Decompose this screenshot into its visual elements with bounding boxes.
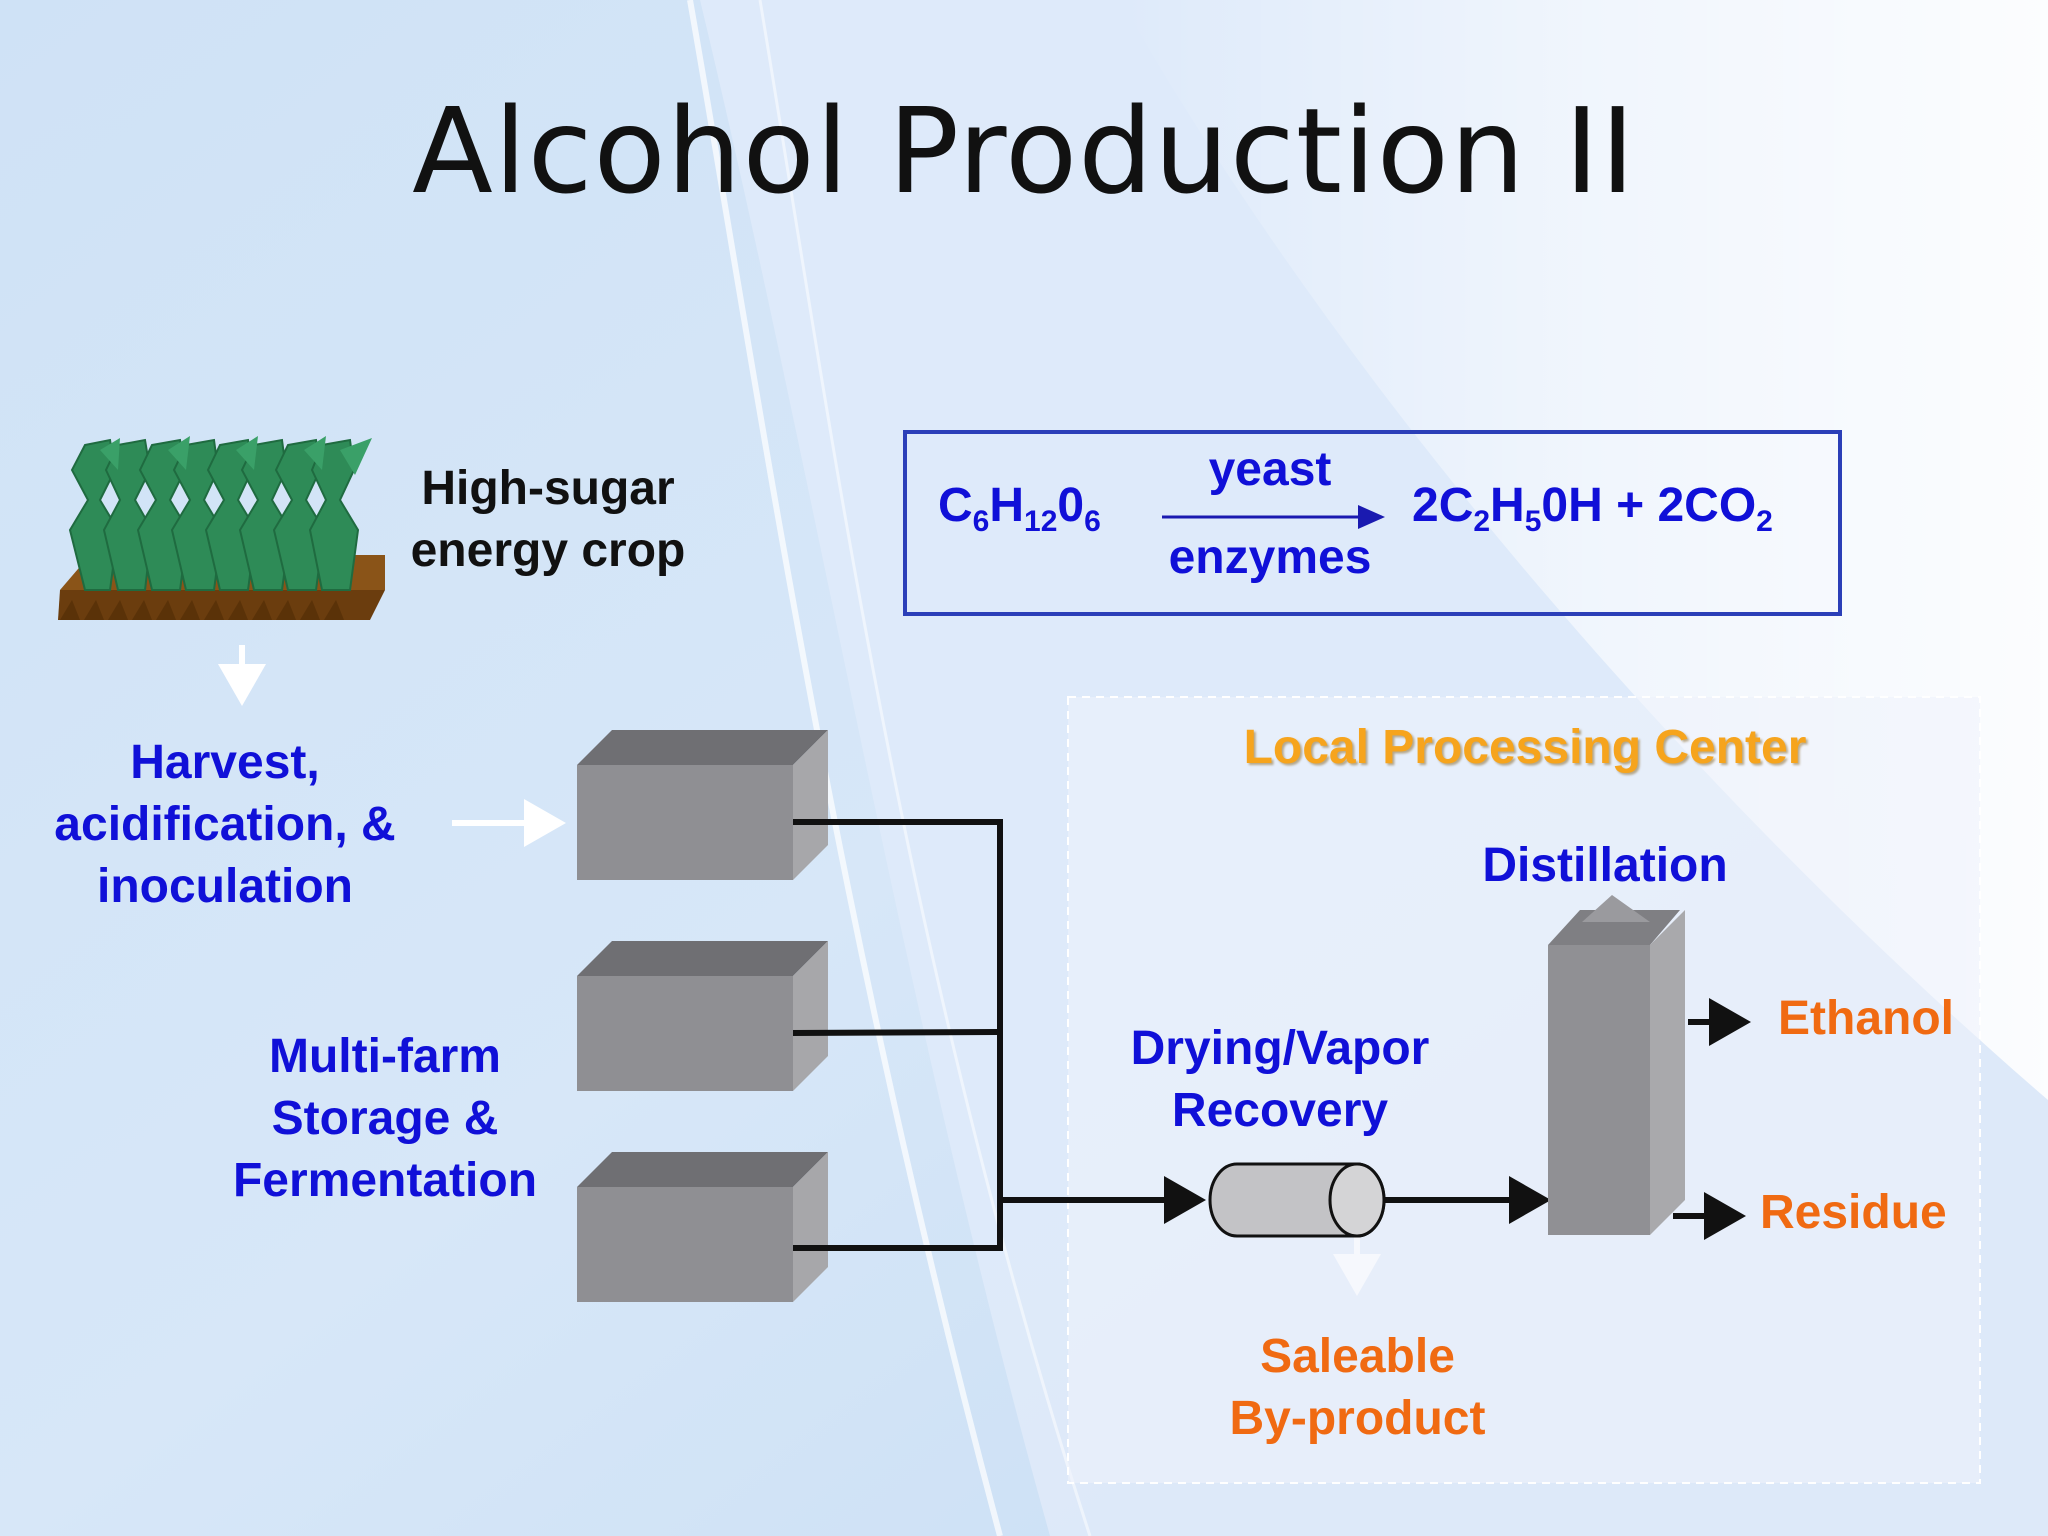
equation-reactant: C6H1206 — [938, 479, 1101, 538]
crop-label: High-sugar energy crop — [388, 458, 708, 582]
storage-tank-2 — [577, 941, 828, 1091]
distillation-column-icon — [1548, 895, 1685, 1235]
harvest-label-line3: inoculation — [97, 860, 353, 913]
storage-label-line3: Fermentation — [232, 1154, 538, 1207]
ethanol-label: Ethanol — [1778, 992, 1954, 1045]
equation-catalyst-bottom: enzymes — [1168, 531, 1372, 584]
energy-crop-icon — [58, 436, 385, 620]
storage-label: Multi-farm Storage & Fermentation — [210, 1026, 560, 1212]
equation-box — [903, 430, 1842, 616]
storage-tank-3 — [577, 1152, 828, 1302]
equation-catalyst-top: yeast — [1208, 443, 1332, 496]
local-processing-center-box — [1067, 696, 1981, 1484]
drying-label: Drying/Vapor Recovery — [1100, 1018, 1460, 1142]
storage-piping — [792, 819, 1003, 1251]
slide-title: Alcohol Production II — [412, 82, 1636, 220]
equation-product: 2C2H50H + 2CO2 — [1412, 479, 1773, 538]
crop-label-line2: energy crop — [410, 524, 686, 577]
residue-label: Residue — [1760, 1186, 1947, 1239]
harvest-label-line1: Harvest, — [130, 736, 320, 789]
byproduct-label-line2: By-product — [1229, 1392, 1486, 1445]
crop-label-line1: High-sugar — [421, 462, 675, 515]
processing-center-title: Local Processing Center — [1243, 721, 1807, 774]
distillation-label: Distillation — [1482, 839, 1728, 892]
storage-label-line1: Multi-farm — [269, 1030, 501, 1083]
storage-tank-1 — [577, 730, 828, 880]
storage-label-line2: Storage & — [271, 1092, 499, 1145]
drying-label-line2: Recovery — [1171, 1084, 1389, 1137]
dryer-cylinder-icon — [1208, 1162, 1386, 1238]
byproduct-label-line1: Saleable — [1260, 1330, 1455, 1383]
harvest-label-line2: acidification, & — [54, 798, 396, 851]
drying-label-line1: Drying/Vapor — [1130, 1022, 1430, 1075]
harvest-label: Harvest, acidification, & inoculation — [25, 732, 425, 918]
byproduct-label: Saleable By-product — [1180, 1326, 1535, 1450]
